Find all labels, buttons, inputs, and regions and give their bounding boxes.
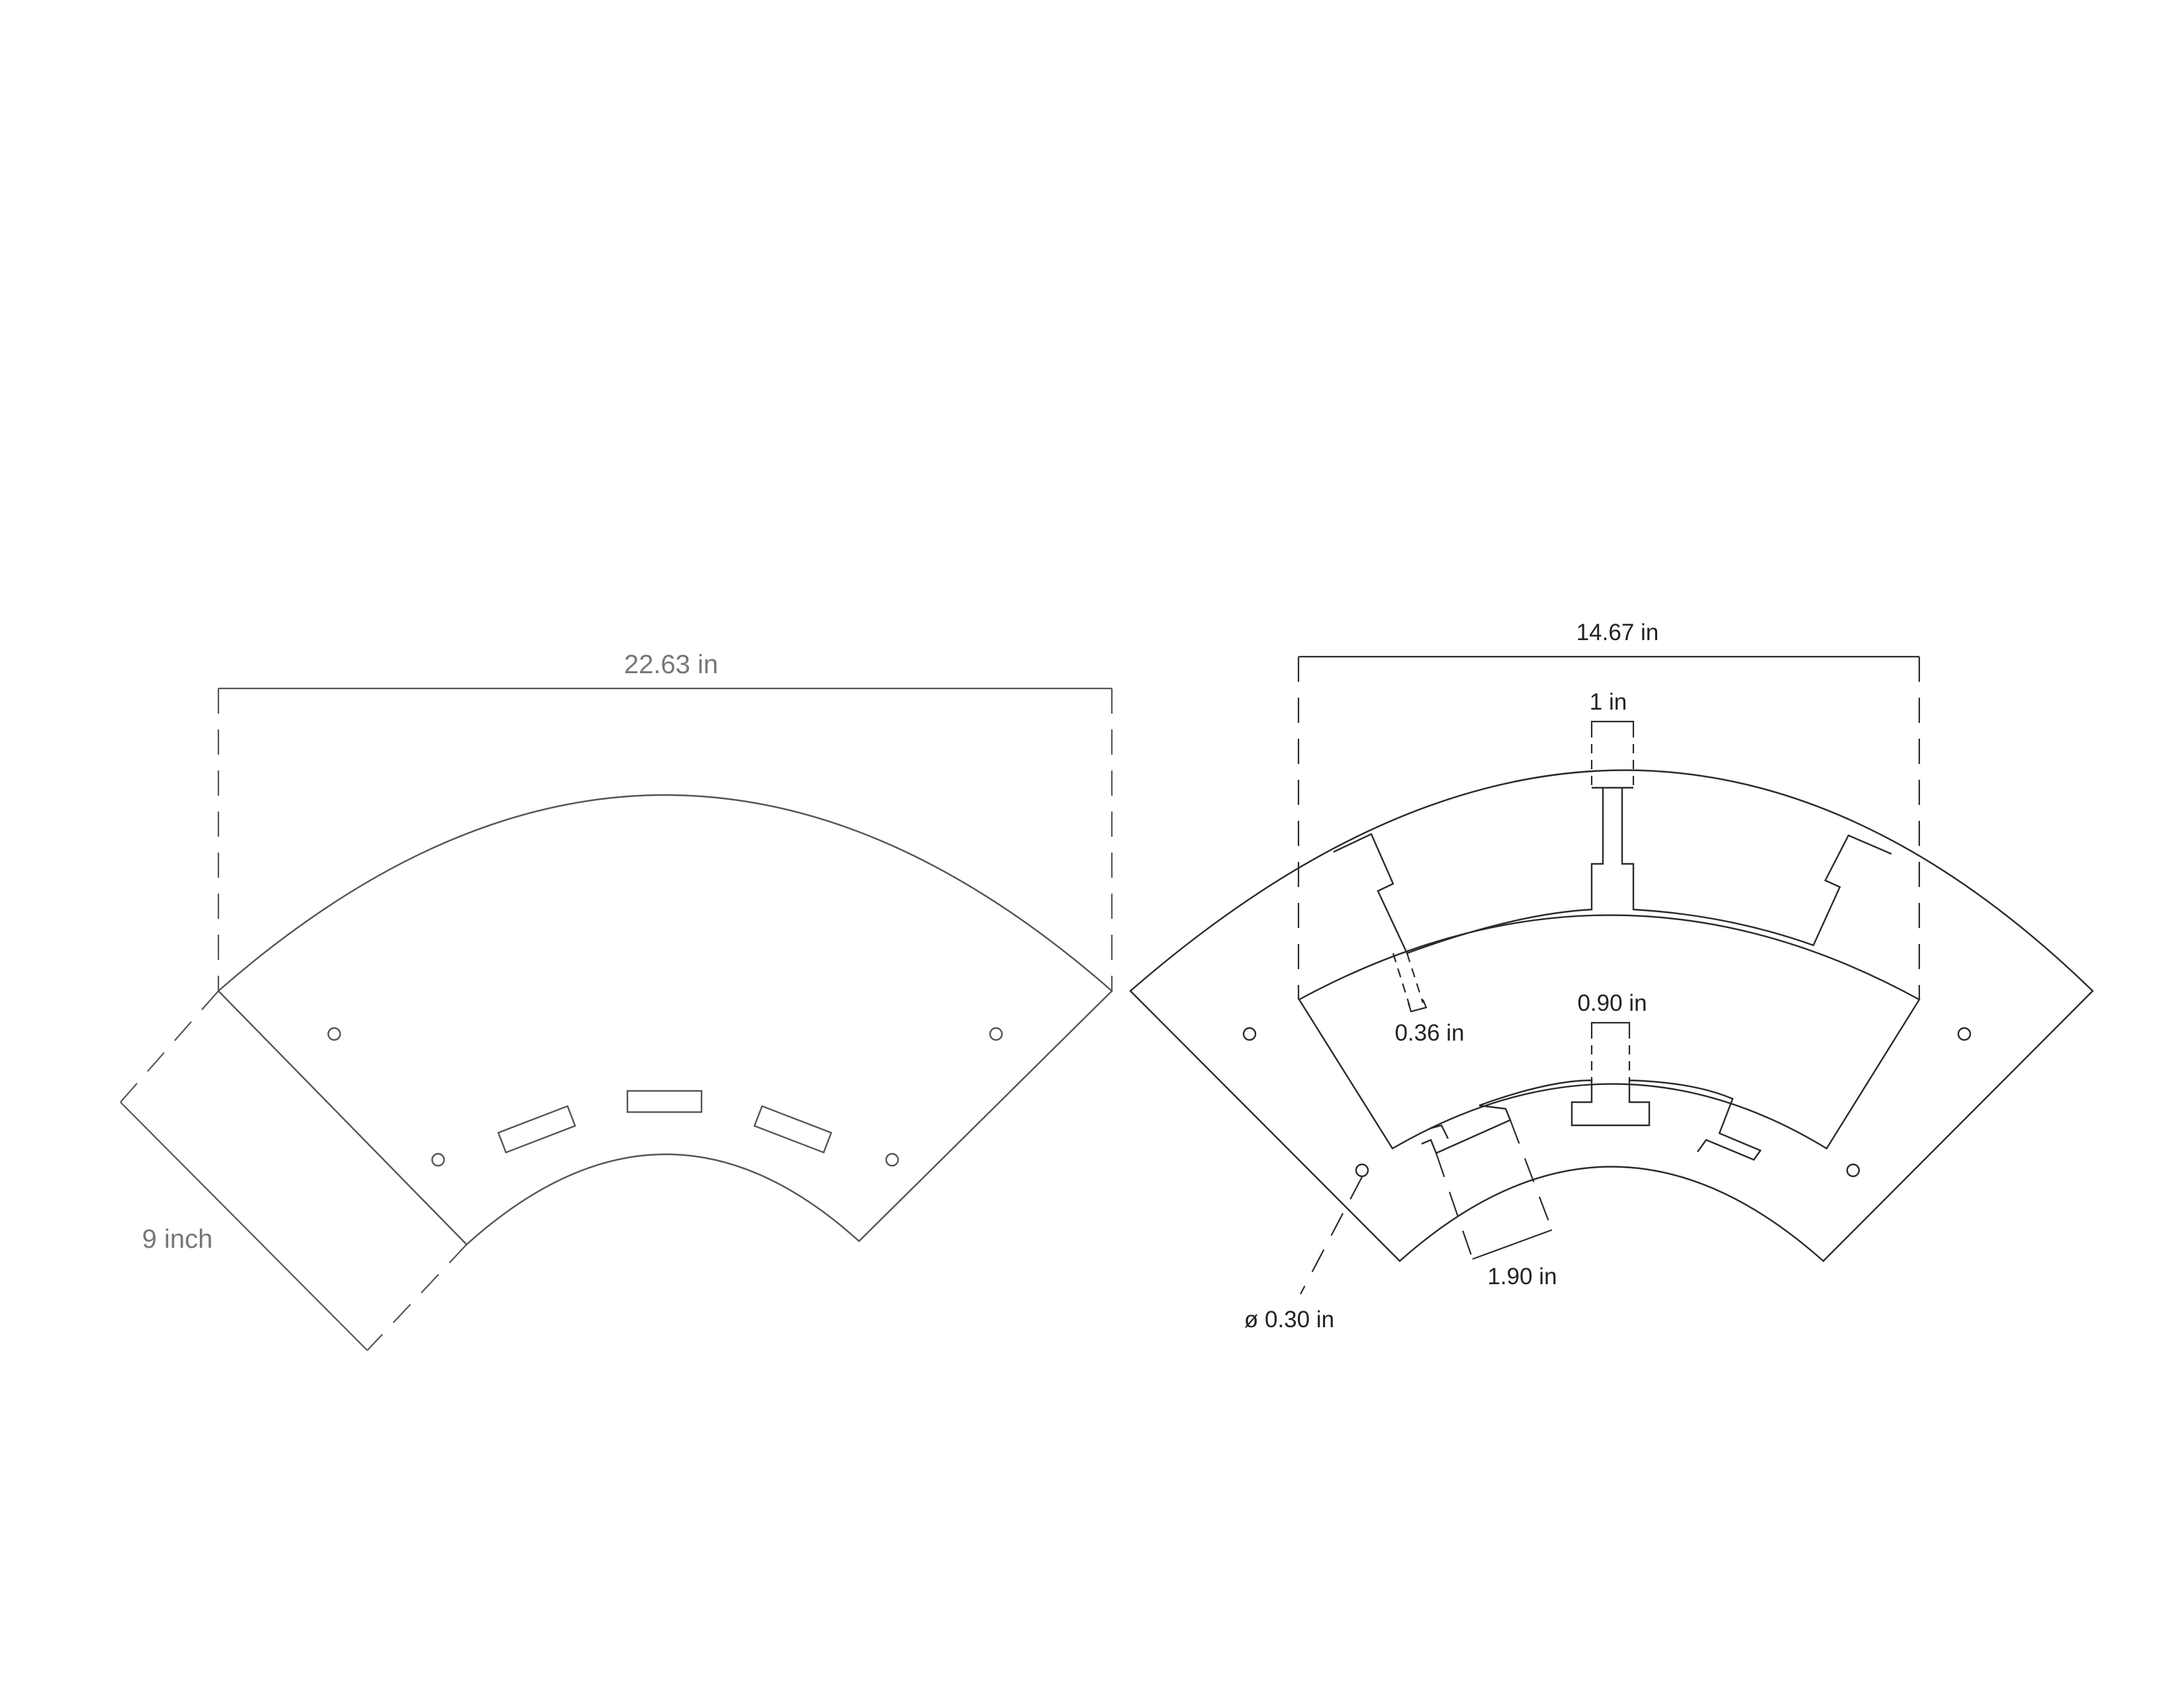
top-slot-label: 1 in — [1590, 689, 1627, 715]
right-mount-hole — [1957, 1027, 1972, 1041]
right-bottom-left-notch — [1429, 1124, 1449, 1139]
top-slot-dim-bracket — [1590, 720, 1635, 728]
right-top-cutout — [1333, 786, 1892, 955]
right-mount-hole — [1355, 1163, 1369, 1178]
left-mount-hole — [431, 1152, 445, 1167]
right-mount-hole — [1846, 1163, 1860, 1178]
left-slot-center — [626, 1090, 703, 1113]
right-panel: 14.67 in 1 in 0.36 in 0.90 in 1.90 in ø … — [1129, 620, 2094, 1333]
right-panel-outer-outline — [1129, 769, 2094, 1262]
slot-length-extension — [1509, 1119, 1553, 1231]
bottom-slot-dim-bracket — [1590, 1021, 1631, 1029]
tab-neck-label: 0.36 in — [1394, 1020, 1464, 1046]
hole-leader — [1300, 1176, 1363, 1295]
right-mount-hole — [1242, 1027, 1257, 1041]
right-bottom-cutout — [1479, 1079, 1762, 1161]
left-panel-outline — [217, 794, 1113, 1246]
tab-neck-dim-bracket — [1407, 999, 1428, 1013]
left-depth-dim-line — [120, 1102, 368, 1351]
slot-length-dim-line — [1472, 1229, 1553, 1260]
left-slot-left — [497, 1105, 576, 1154]
left-mount-hole — [327, 1027, 341, 1041]
tab-neck-extension — [1406, 953, 1424, 1004]
slot-length-label: 1.90 in — [1487, 1264, 1557, 1289]
right-middle-cutout — [1298, 914, 1921, 1150]
left-depth-extension — [120, 990, 219, 1103]
left-depth-label: 9 inch — [142, 1225, 213, 1254]
right-width-label: 14.67 in — [1576, 620, 1659, 645]
left-mount-hole — [989, 1027, 1003, 1041]
left-slot-right — [753, 1105, 833, 1154]
bottom-slot-label: 0.90 in — [1577, 990, 1647, 1016]
left-panel: 22.63 in 9 inch — [120, 650, 1113, 1351]
left-width-label: 22.63 in — [624, 650, 718, 679]
hole-label: ø 0.30 in — [1244, 1307, 1334, 1333]
left-depth-extension — [367, 1244, 467, 1351]
left-mount-hole — [885, 1152, 899, 1167]
right-bottom-left-slot — [1421, 1104, 1512, 1154]
tab-neck-extension — [1392, 953, 1411, 1007]
slot-length-extension — [1435, 1152, 1474, 1260]
